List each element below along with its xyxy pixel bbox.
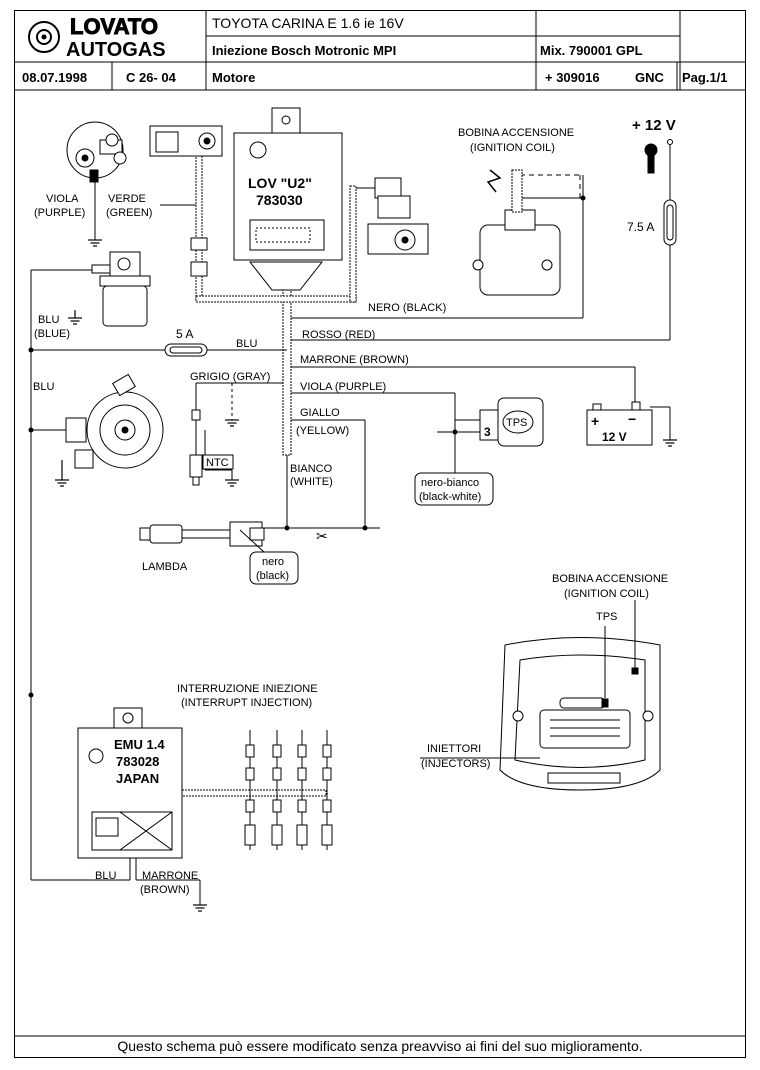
wire-verde-en: (GREEN) xyxy=(106,207,152,219)
tps-pin: 3 xyxy=(484,425,491,439)
plus-12v-label: + 12 V xyxy=(632,117,676,134)
battery-plus: + xyxy=(591,413,599,429)
battery-label: 12 V xyxy=(602,430,627,444)
fuse-5a-icon xyxy=(164,343,208,357)
nero-bianco-en-label: (black-white) xyxy=(419,491,481,503)
distributor-icon xyxy=(66,121,127,183)
tps-connector-icon xyxy=(479,397,544,447)
emu-code: 783028 xyxy=(116,754,159,769)
gas-valve-icon xyxy=(367,177,429,255)
logo-top: LOVATO xyxy=(70,14,158,39)
coil2-label-en: (IGNITION COIL) xyxy=(564,588,649,600)
ignition-key-icon xyxy=(644,139,673,174)
battery-icon xyxy=(586,401,653,446)
injection-interrupt-connectors xyxy=(244,744,333,846)
lovato-logo: LOVATO AUTOGAS xyxy=(28,14,166,61)
doc-section: Motore xyxy=(212,70,255,85)
wire-marrone: MARRONE (BROWN) xyxy=(300,354,409,366)
fuse-5-label: 5 A xyxy=(176,327,193,341)
nero-small-label: nero xyxy=(262,556,284,568)
emu-origin: JAPAN xyxy=(116,771,159,786)
doc-date: 08.07.1998 xyxy=(22,70,87,85)
wire-bianco-en: (WHITE) xyxy=(290,476,333,488)
wire-nero: NERO (BLACK) xyxy=(368,302,446,314)
scissors-icon: ✂ xyxy=(316,528,328,544)
wire-viola: VIOLA xyxy=(46,193,79,205)
lov-name: LOV "U2" xyxy=(248,175,312,191)
engine-top-view xyxy=(499,637,661,791)
engine-leaders xyxy=(420,600,636,759)
lambda-probe-icon xyxy=(139,521,265,547)
wire-viola2: VIOLA (PURPLE) xyxy=(300,381,386,393)
battery-minus: − xyxy=(628,411,636,427)
wire-viola-en: (PURPLE) xyxy=(34,207,85,219)
part-number: + 309016 xyxy=(545,70,600,85)
wire-marrone2-en: (BROWN) xyxy=(140,884,190,896)
drawing-frame xyxy=(14,10,746,1058)
doc-code: C 26- 04 xyxy=(126,70,177,85)
interrupt-label-en: (INTERRUPT INJECTION) xyxy=(181,697,312,709)
wire-marrone2: MARRONE xyxy=(142,870,198,882)
ntc-sensor-icon xyxy=(189,409,234,486)
fuse-75-label: 7.5 A xyxy=(627,220,654,234)
ground-symbols xyxy=(55,239,677,912)
lov-u2-box xyxy=(233,107,343,291)
lambda-label: LAMBDA xyxy=(142,561,188,573)
nero-bianco-label: nero-bianco xyxy=(421,477,479,489)
tps-label: TPS xyxy=(506,417,527,429)
fuse-7-5a-icon xyxy=(663,199,677,246)
ntc-label: NTC xyxy=(206,457,229,469)
nero-small-en-label: (black) xyxy=(256,570,289,582)
wire-blu-en: (BLUE) xyxy=(34,328,70,340)
ignition-coil-icon xyxy=(472,169,561,296)
coil2-label-it: BOBINA ACCENSIONE xyxy=(552,573,668,585)
coil-label-en: (IGNITION COIL) xyxy=(470,142,555,154)
wire-blu2: BLU xyxy=(236,338,257,350)
wire-rosso: ROSSO (RED) xyxy=(302,329,375,341)
emu-name: EMU 1.4 xyxy=(114,737,165,752)
solenoid-valve-icon xyxy=(91,251,151,327)
vehicle-title: TOYOTA CARINA E 1.6 ie 16V xyxy=(212,15,404,31)
wire-blu3: BLU xyxy=(33,381,54,393)
injectors-label-it: INIETTORI xyxy=(427,743,481,755)
callout-boxes xyxy=(239,460,494,585)
tps2-label: TPS xyxy=(596,611,617,623)
wire-giallo-en: (YELLOW) xyxy=(296,425,349,437)
wire-grigio: GRIGIO (GRAY) xyxy=(190,371,270,383)
wire-verde: VERDE xyxy=(108,193,146,205)
logo-bottom: AUTOGAS xyxy=(66,39,166,61)
wire-bianco: BIANCO xyxy=(290,463,333,475)
footer-note: Questo schema può essere modificato senz… xyxy=(117,1038,643,1054)
lov-code: 783030 xyxy=(256,192,303,208)
gnc-label: GNC xyxy=(635,70,665,85)
coil-label-it: BOBINA ACCENSIONE xyxy=(458,127,574,139)
interrupt-label-it: INTERRUZIONE INIEZIONE xyxy=(177,683,318,695)
wire-blu4: BLU xyxy=(95,870,116,882)
relay-icon xyxy=(149,125,223,277)
reducer-icon xyxy=(65,373,164,469)
emu-box xyxy=(77,707,183,859)
injectors-label-en: (INJECTORS) xyxy=(421,758,490,770)
injection-type: Iniezione Bosch Motronic MPI xyxy=(212,43,396,58)
mix-code: Mix. 790001 GPL xyxy=(540,43,643,58)
wire-blu: BLU xyxy=(38,314,59,326)
wire-giallo: GIALLO xyxy=(300,407,340,419)
page-number: Pag.1/1 xyxy=(682,70,728,85)
